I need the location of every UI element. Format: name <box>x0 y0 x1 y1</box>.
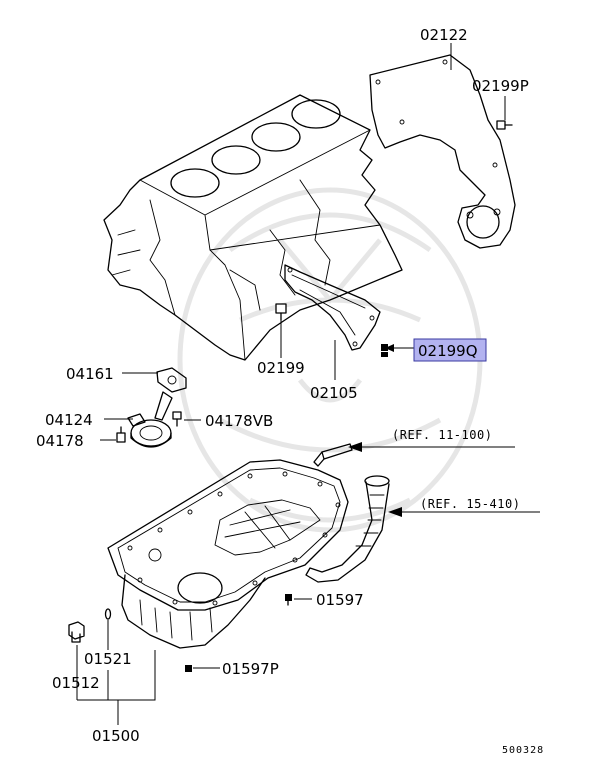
drain-plug-01512-icon <box>68 621 85 643</box>
label-02105[interactable]: 02105 <box>310 384 358 402</box>
diagram-code: 500328 <box>502 745 544 756</box>
bolt-04178-icon <box>116 426 126 443</box>
label-01597p[interactable]: 01597P <box>222 660 279 678</box>
gasket-04161-icon <box>156 367 187 393</box>
bolt-01597-icon <box>285 594 292 606</box>
highlight-02199q <box>413 338 487 362</box>
gasket-01521-icon <box>104 608 112 620</box>
engine-block <box>103 94 403 361</box>
label-04178vb[interactable]: 04178VB <box>205 412 273 430</box>
bolt-02199q-icon <box>381 344 388 357</box>
label-02199p[interactable]: 02199P <box>472 77 529 95</box>
reference-labels: (REF. 11-100) (REF. 15-410) <box>392 428 520 511</box>
pan-bolt-holes <box>127 471 341 606</box>
label-01512[interactable]: 01512 <box>52 674 100 692</box>
label-02199q[interactable]: 02199Q <box>418 342 478 360</box>
ref-arrows <box>348 344 402 517</box>
part-labels: 02122 02199P 02199 02105 02199Q 04161 04… <box>36 26 529 745</box>
label-02122[interactable]: 02122 <box>420 26 468 44</box>
label-01500[interactable]: 01500 <box>92 727 140 745</box>
oil-screen-04124-icon <box>127 391 173 448</box>
oil-pan-01500 <box>107 459 349 649</box>
label-04124[interactable]: 04124 <box>45 411 93 429</box>
bolt-01597p-icon <box>185 665 192 672</box>
label-02199[interactable]: 02199 <box>257 359 305 377</box>
rear-plate-02122 <box>369 54 516 249</box>
ref-15-410-label[interactable]: (REF. 15-410) <box>420 497 520 511</box>
dipstick-tube-icon <box>313 443 353 467</box>
bolt-04178vb-icon <box>172 411 182 427</box>
label-04161[interactable]: 04161 <box>66 365 114 383</box>
leader-lines <box>76 43 540 725</box>
bolt-02199p-icon <box>496 120 513 130</box>
oil-pipe-icon <box>305 475 390 583</box>
bolt-02199-icon <box>275 303 287 321</box>
label-04178[interactable]: 04178 <box>36 432 84 450</box>
label-01597[interactable]: 01597 <box>316 591 364 609</box>
ref-11-100-label[interactable]: (REF. 11-100) <box>392 428 492 442</box>
cover-02105 <box>284 264 381 351</box>
label-01521[interactable]: 01521 <box>84 650 132 668</box>
